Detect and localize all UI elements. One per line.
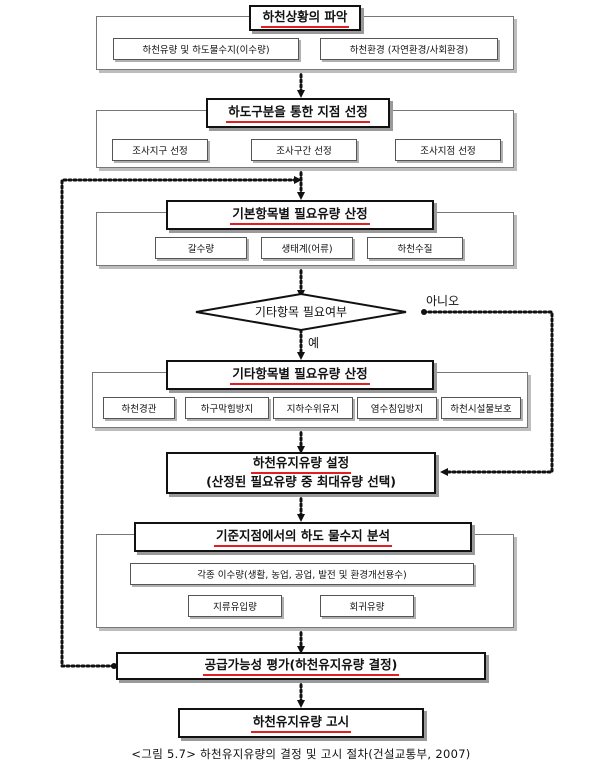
s6-sub-1: 지류유입량 [188, 595, 282, 617]
s3-sub-1: 갈수량 [155, 237, 247, 259]
s3-head: 기본항목별 필요유량 산정 [166, 200, 434, 230]
s4-sub-4: 염수침입방지 [357, 397, 437, 419]
s2-sub-1: 조사지구 선정 [112, 139, 208, 161]
s8-head: 하천유지유량 고시 [178, 708, 424, 738]
s6-sub-2: 회귀유량 [320, 595, 414, 617]
decision-diamond [195, 292, 407, 332]
s4-sub-1: 하천경관 [103, 397, 175, 419]
s2-sub-2: 조사구간 선정 [251, 139, 357, 161]
s5-title-line1: 하천유지유량 설정 [250, 455, 352, 474]
s4-head: 기타항목별 필요유량 산정 [166, 360, 434, 390]
s2-sub-3: 조사지점 선정 [395, 139, 501, 161]
decision-label: 기타항목 필요여부 [254, 305, 348, 319]
s1-sub-1: 하천유량 및 하도물수지(이수량) [113, 38, 299, 60]
s1-sub-2: 하천환경 (자연환경/사회환경) [320, 38, 498, 60]
decision-no-label: 아니오 [426, 294, 460, 308]
s4-sub-3: 지하수위유지 [273, 397, 353, 419]
s5-head: 하천유지유량 설정 (산정된 필요유량 중 최대유량 선택) [166, 452, 436, 494]
s4-sub-2: 하구막힘방지 [185, 397, 269, 419]
figure-caption: <그림 5.7> 하천유지유량의 결정 및 고시 절차(건설교통부, 2007) [131, 747, 471, 761]
feedback-dot [111, 663, 117, 669]
s7-head: 공급가능성 평가(하천유지유량 결정) [116, 652, 486, 680]
no-branch-dot [421, 309, 427, 315]
s6-head: 기준지점에서의 하도 물수지 분석 [134, 522, 472, 552]
s6-wide: 각종 이수량(생활, 농업, 공업, 발전 및 환경개선용수) [130, 563, 474, 585]
s3-sub-2: 생태계(어류) [261, 237, 353, 259]
s5-title-line2: (산정된 필요유량 중 최대유량 선택) [206, 474, 396, 489]
s2-head: 하도구분을 통한 지점 선정 [206, 98, 390, 128]
s4-sub-5: 하천시설물보호 [441, 397, 521, 419]
s3-sub-3: 하천수질 [367, 237, 463, 259]
no-branch-line [422, 310, 554, 476]
decision-yes-label: 예 [308, 336, 320, 350]
feedback-loop-line [60, 176, 302, 668]
s1-head: 하천상황의 파악 [249, 5, 361, 31]
